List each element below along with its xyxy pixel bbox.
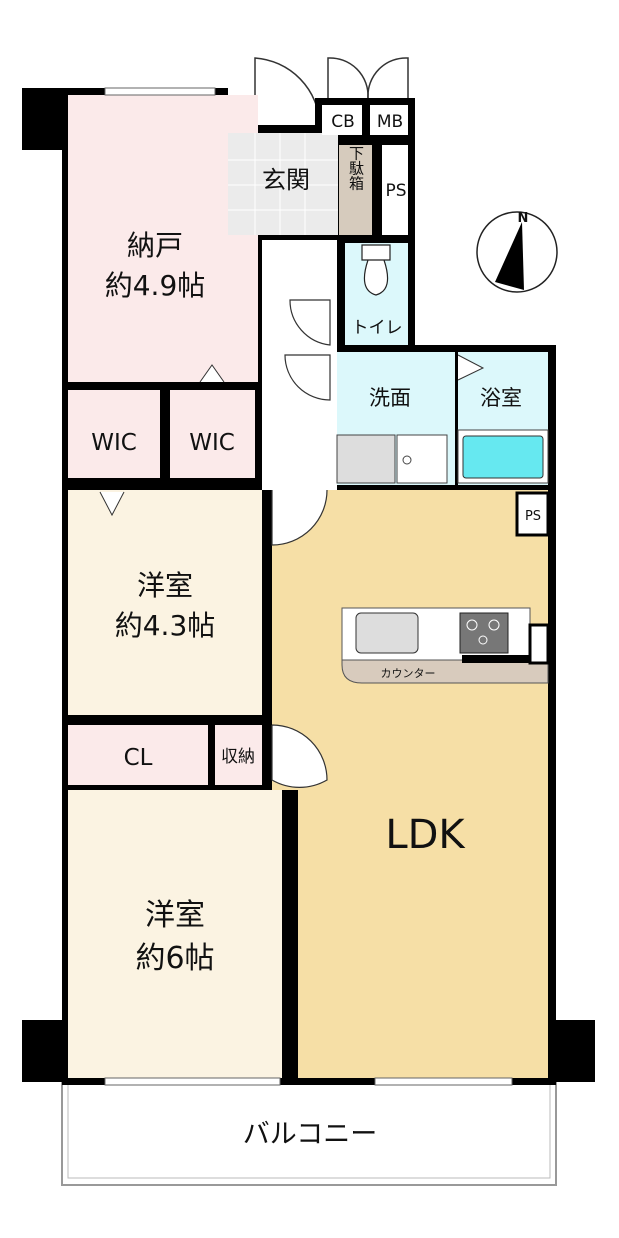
closet-label: CL xyxy=(124,745,153,771)
toilet-door[interactable] xyxy=(289,299,331,346)
storage xyxy=(215,725,262,785)
wic-1-label: WIC xyxy=(91,430,137,456)
closet xyxy=(68,725,208,785)
bathroom-label: 浴室 xyxy=(480,386,522,410)
north-arrow-icon xyxy=(495,222,524,290)
ps-ldk xyxy=(515,491,550,537)
toilet-label: トイレ xyxy=(352,318,403,338)
western-room-2-size: 約6帖 xyxy=(135,941,214,976)
western-room-1-label: 洋室 xyxy=(137,569,193,602)
washroom-door[interactable] xyxy=(284,354,331,401)
storage-room-label: 納戸 xyxy=(127,229,183,262)
wic-2-label: WIC xyxy=(189,430,235,456)
wic-2 xyxy=(170,390,255,478)
door[interactable] xyxy=(271,489,328,546)
compass: N xyxy=(476,211,558,293)
sink-icon xyxy=(336,434,396,484)
storage-room-size: 約4.9帖 xyxy=(105,269,206,302)
toilet-icon xyxy=(361,244,391,296)
washroom-label: 洗面 xyxy=(369,386,411,410)
bathtub-icon xyxy=(462,435,544,479)
counter-label: カウンター xyxy=(381,667,436,680)
ps-ldk-label: PS xyxy=(525,509,541,524)
storage-room xyxy=(68,95,258,382)
stove-icon xyxy=(459,612,509,654)
door[interactable] xyxy=(271,724,328,788)
entrance-floor xyxy=(228,133,338,235)
entrance-label: 玄関 xyxy=(262,166,310,194)
western-room-1-size: 約4.3帖 xyxy=(115,609,216,642)
shoe-box xyxy=(339,145,372,235)
wic-1 xyxy=(68,390,160,478)
balcony xyxy=(61,1079,557,1186)
sink-icon xyxy=(355,612,419,654)
cb-label: CB xyxy=(331,112,355,132)
western-room-2-label: 洋室 xyxy=(145,898,205,933)
counter xyxy=(341,659,549,684)
compass-label: N xyxy=(518,211,529,226)
storage-label: 収納 xyxy=(221,747,255,767)
western-room-2 xyxy=(68,790,282,1078)
cb-box xyxy=(322,105,362,135)
shoe-box-label: 下駄箱 xyxy=(347,146,365,191)
balcony-label: バルコニー xyxy=(243,1119,377,1150)
ps-top xyxy=(382,145,408,235)
ps-label: PS xyxy=(385,181,406,201)
western-room-1 xyxy=(68,490,262,715)
mb-box xyxy=(370,105,408,135)
ldk-label: LDK xyxy=(385,812,466,858)
mb-label: MB xyxy=(377,112,403,132)
